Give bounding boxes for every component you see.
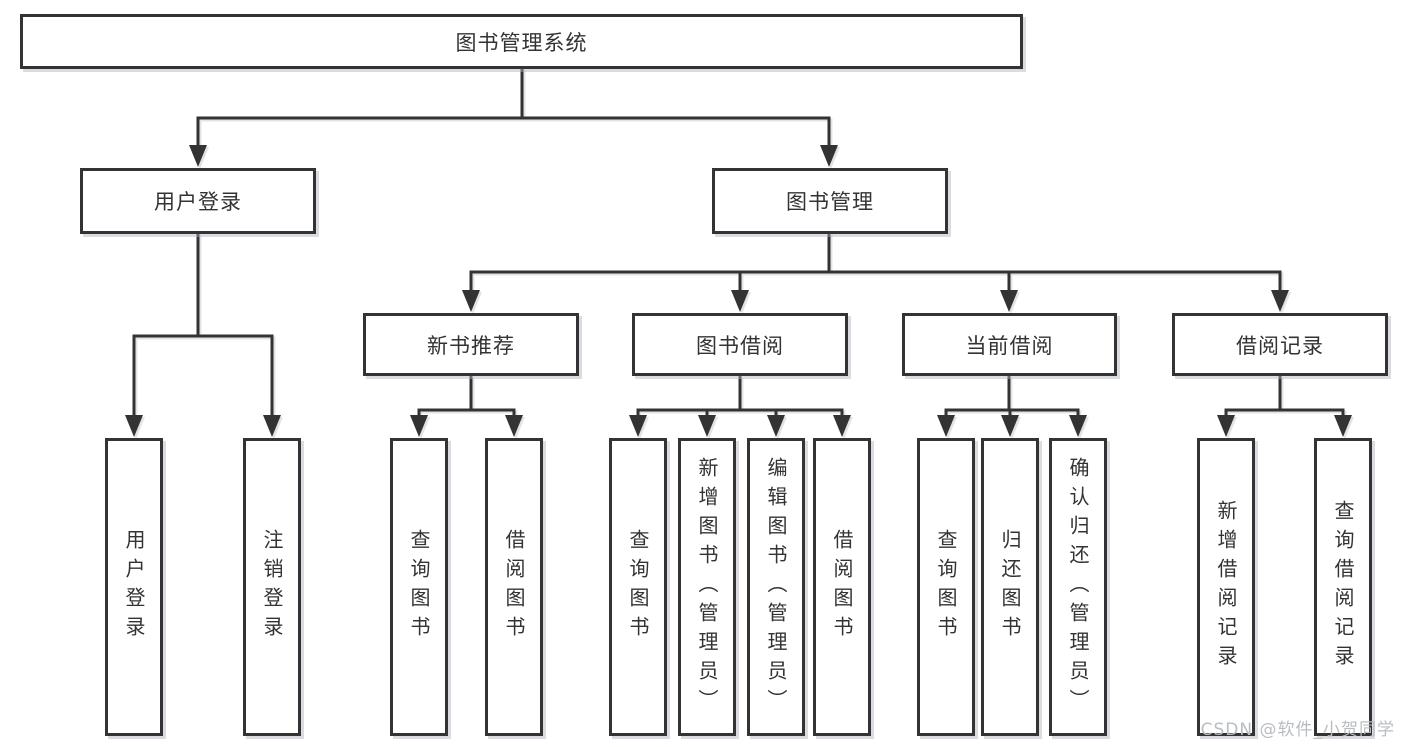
leaf-query-books-current: 查询图书 — [917, 438, 975, 736]
node-book-management: 图书管理 — [712, 168, 948, 234]
leaf-confirm-return-admin: 确认归还（管理员） — [1049, 438, 1107, 736]
csdn-watermark: CSDN @软件_小贺同学 — [1200, 720, 1395, 740]
leaf-query-borrowing-record-label: 查询借阅记录 — [1331, 500, 1355, 674]
leaf-logout-label: 注销登录 — [260, 529, 284, 645]
node-current-borrowing: 当前借阅 — [902, 313, 1117, 376]
leaf-return-books: 归还图书 — [981, 438, 1039, 736]
connector-borrowing-records-children — [1217, 376, 1352, 437]
leaf-add-borrowing-record-label: 新增借阅记录 — [1214, 500, 1238, 674]
leaf-query-borrowing-record: 查询借阅记录 — [1314, 438, 1372, 736]
connector-current-borrowing-children — [937, 376, 1087, 437]
connector-book-management-children — [462, 233, 1289, 312]
leaf-logout: 注销登录 — [243, 438, 301, 736]
connector-new-book-recommendation-children — [410, 376, 523, 437]
leaf-edit-books-admin-label: 编辑图书（管理员） — [764, 456, 788, 718]
leaf-add-borrowing-record: 新增借阅记录 — [1197, 438, 1255, 736]
leaf-edit-books-admin: 编辑图书（管理员） — [747, 438, 805, 736]
node-book-borrowing: 图书借阅 — [632, 313, 848, 376]
leaf-add-books-admin: 新增图书（管理员） — [678, 438, 736, 736]
leaf-query-books-borrowing-label: 查询图书 — [626, 529, 650, 645]
connector-root-split — [189, 68, 838, 167]
leaf-query-books-borrowing: 查询图书 — [609, 438, 667, 736]
leaf-borrow-books-recommendation-label: 借阅图书 — [502, 529, 526, 645]
node-borrowing-records: 借阅记录 — [1172, 313, 1388, 376]
leaf-query-books-current-label: 查询图书 — [934, 529, 958, 645]
node-user-login: 用户登录 — [80, 168, 316, 234]
leaf-borrow-books-borrowing-label: 借阅图书 — [830, 529, 854, 645]
leaf-borrow-books-recommendation: 借阅图书 — [485, 438, 543, 736]
connector-book-borrowing-children — [629, 376, 851, 437]
leaf-user-login: 用户登录 — [105, 438, 163, 736]
leaf-confirm-return-admin-label: 确认归还（管理员） — [1066, 456, 1090, 718]
leaf-add-books-admin-label: 新增图书（管理员） — [695, 456, 719, 718]
leaf-query-books-recommendation-label: 查询图书 — [407, 529, 431, 645]
leaf-borrow-books-borrowing: 借阅图书 — [813, 438, 871, 736]
node-book-management-system: 图书管理系统 — [20, 14, 1023, 69]
node-new-book-recommendation: 新书推荐 — [363, 313, 579, 376]
connector-user-login-children — [125, 233, 281, 437]
leaf-query-books-recommendation: 查询图书 — [390, 438, 448, 736]
leaf-return-books-label: 归还图书 — [998, 529, 1022, 645]
leaf-user-login-label: 用户登录 — [122, 529, 146, 645]
